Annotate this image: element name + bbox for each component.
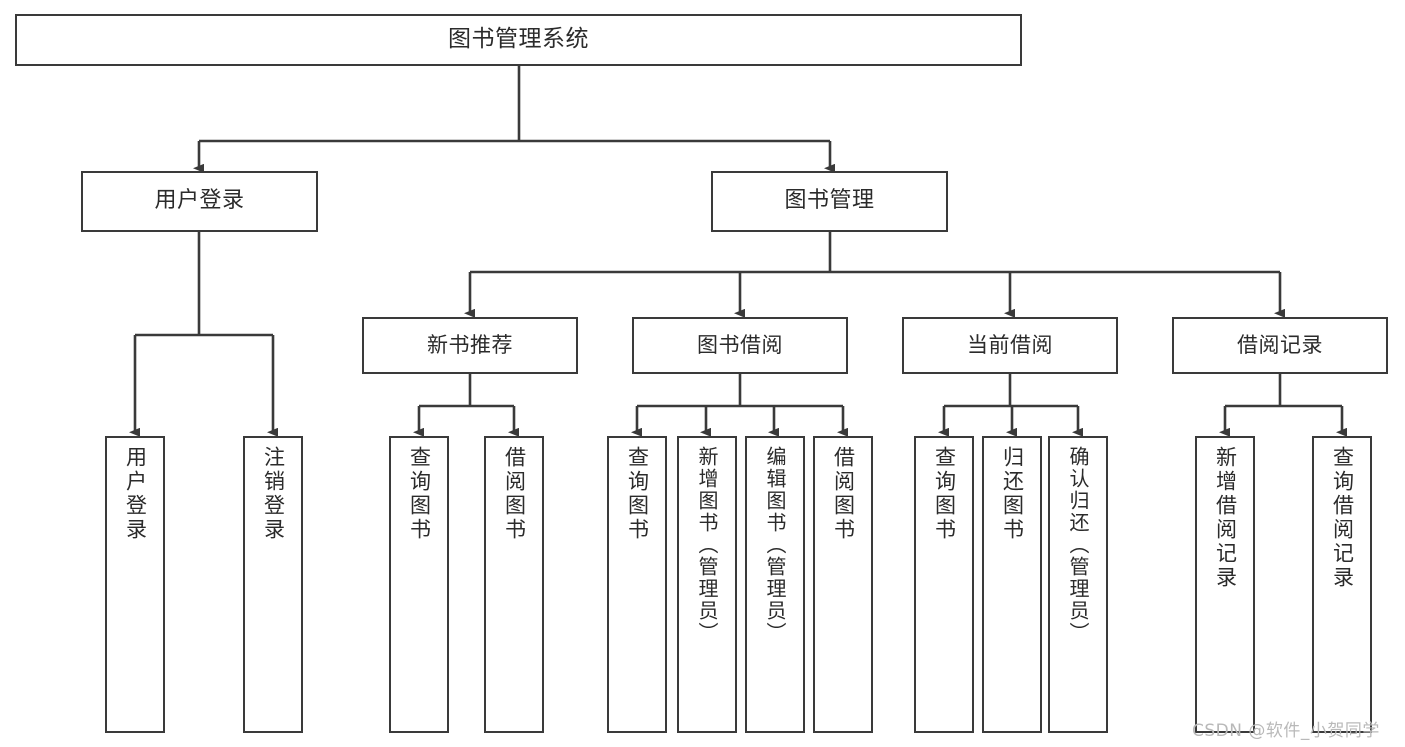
node-label: 新书推荐 xyxy=(427,332,513,357)
leaf-user-login-logout[interactable]: 注销登录 xyxy=(243,436,303,733)
node-label: 图书管理系统 xyxy=(448,26,589,53)
node-new-book-recommend[interactable]: 新书推荐 xyxy=(362,317,578,374)
leaf-user-login-login[interactable]: 用户登录 xyxy=(105,436,165,733)
node-user-login[interactable]: 用户登录 xyxy=(81,171,318,232)
node-label: 图书管理 xyxy=(784,188,875,214)
leaf-recommend-query-book[interactable]: 查询图书 xyxy=(389,436,449,733)
node-label: 新增图书（管理员） xyxy=(695,446,719,644)
leaf-borrow-add-book-admin[interactable]: 新增图书（管理员） xyxy=(677,436,737,733)
node-root-system[interactable]: 图书管理系统 xyxy=(15,14,1022,66)
node-label: 借阅图书 xyxy=(831,446,856,542)
node-borrow-records[interactable]: 借阅记录 xyxy=(1172,317,1388,374)
leaf-borrow-borrow-book[interactable]: 借阅图书 xyxy=(813,436,873,733)
node-label: 注销登录 xyxy=(261,446,286,542)
node-label: 查询图书 xyxy=(625,446,650,542)
leaf-recommend-borrow-book[interactable]: 借阅图书 xyxy=(484,436,544,733)
node-label: 确认归还（管理员） xyxy=(1066,446,1090,644)
leaf-current-return-book[interactable]: 归还图书 xyxy=(982,436,1042,733)
node-label: 查询图书 xyxy=(407,446,432,542)
node-book-management[interactable]: 图书管理 xyxy=(711,171,948,232)
node-label: 新增借阅记录 xyxy=(1213,446,1238,590)
node-label: 编辑图书（管理员） xyxy=(763,446,787,644)
node-current-borrow[interactable]: 当前借阅 xyxy=(902,317,1118,374)
node-label: 用户登录 xyxy=(154,188,245,214)
node-label: 图书借阅 xyxy=(697,332,783,357)
leaf-borrow-query-book[interactable]: 查询图书 xyxy=(607,436,667,733)
leaf-records-query-record[interactable]: 查询借阅记录 xyxy=(1312,436,1372,733)
leaf-current-query-book[interactable]: 查询图书 xyxy=(914,436,974,733)
node-label: 归还图书 xyxy=(1000,446,1025,542)
csdn-watermark: CSDN @软件_小贺同学 xyxy=(1192,721,1380,741)
node-label: 借阅图书 xyxy=(502,446,527,542)
node-label: 查询图书 xyxy=(932,446,957,542)
node-label: 当前借阅 xyxy=(967,332,1053,357)
leaf-records-add-record[interactable]: 新增借阅记录 xyxy=(1195,436,1255,733)
node-label: 用户登录 xyxy=(123,446,148,542)
node-book-borrow[interactable]: 图书借阅 xyxy=(632,317,848,374)
leaf-borrow-edit-book-admin[interactable]: 编辑图书（管理员） xyxy=(745,436,805,733)
node-label: 查询借阅记录 xyxy=(1330,446,1355,590)
leaf-current-confirm-return-admin[interactable]: 确认归还（管理员） xyxy=(1048,436,1108,733)
node-label: 借阅记录 xyxy=(1237,332,1323,357)
